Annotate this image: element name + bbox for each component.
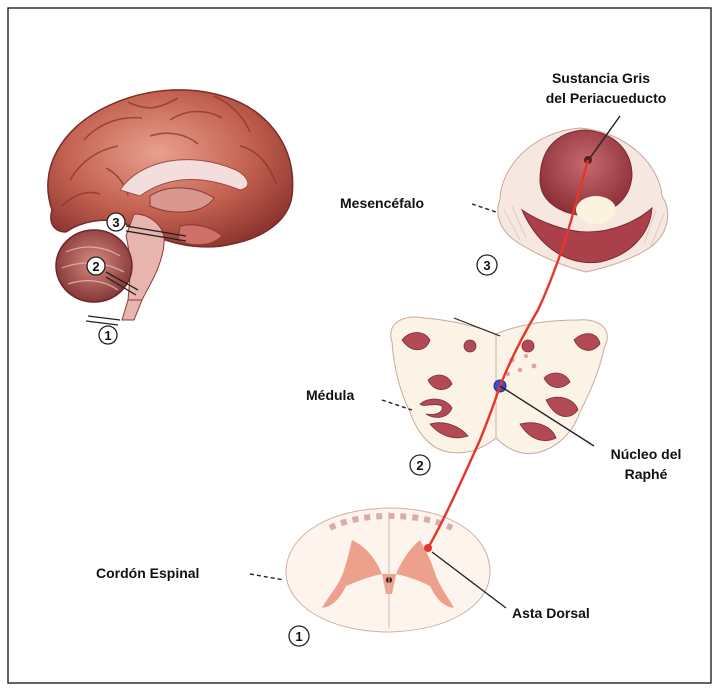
brain-sagittal: 3 2 1	[48, 90, 293, 344]
spinal-cord-section: 1	[286, 508, 490, 646]
spinal-cord-stub	[122, 300, 142, 320]
label-mesencefalo: Mesencéfalo	[340, 195, 424, 211]
brain-marker-2-text: 2	[92, 259, 99, 274]
label-cordon-espinal: Cordón Espinal	[96, 565, 199, 581]
spinal-cord-outline	[286, 508, 490, 632]
level-marker-2-text: 2	[416, 458, 423, 473]
level-marker-2: 2	[410, 455, 430, 475]
level-marker-3-text: 3	[483, 258, 490, 273]
label-pag-line2: del Periacueducto	[546, 90, 667, 106]
leader-mesencefalo	[472, 204, 496, 212]
label-asta-dorsal: Asta Dorsal	[512, 605, 590, 621]
brain-marker-3-text: 3	[112, 215, 119, 230]
substantia-nigra-pale	[576, 196, 616, 224]
brain-marker-1-text: 1	[104, 328, 111, 343]
label-pag-line1: Sustancia Gris	[552, 70, 650, 86]
medulla-section: 2	[391, 317, 608, 475]
brain-marker-2: 2	[87, 257, 105, 275]
label-medula: Médula	[306, 387, 354, 403]
leader-cordon	[250, 574, 284, 580]
level-marker-3: 3	[477, 255, 497, 275]
label-raphe-line2: Raphé	[625, 466, 668, 482]
mesencephalon-section: 3	[477, 128, 668, 275]
level-marker-1-text: 1	[295, 629, 302, 644]
level-marker-1: 1	[289, 626, 309, 646]
brain-marker-3: 3	[107, 213, 125, 231]
brain-marker-1: 1	[99, 326, 117, 344]
label-raphe-line1: Núcleo del	[611, 446, 682, 462]
